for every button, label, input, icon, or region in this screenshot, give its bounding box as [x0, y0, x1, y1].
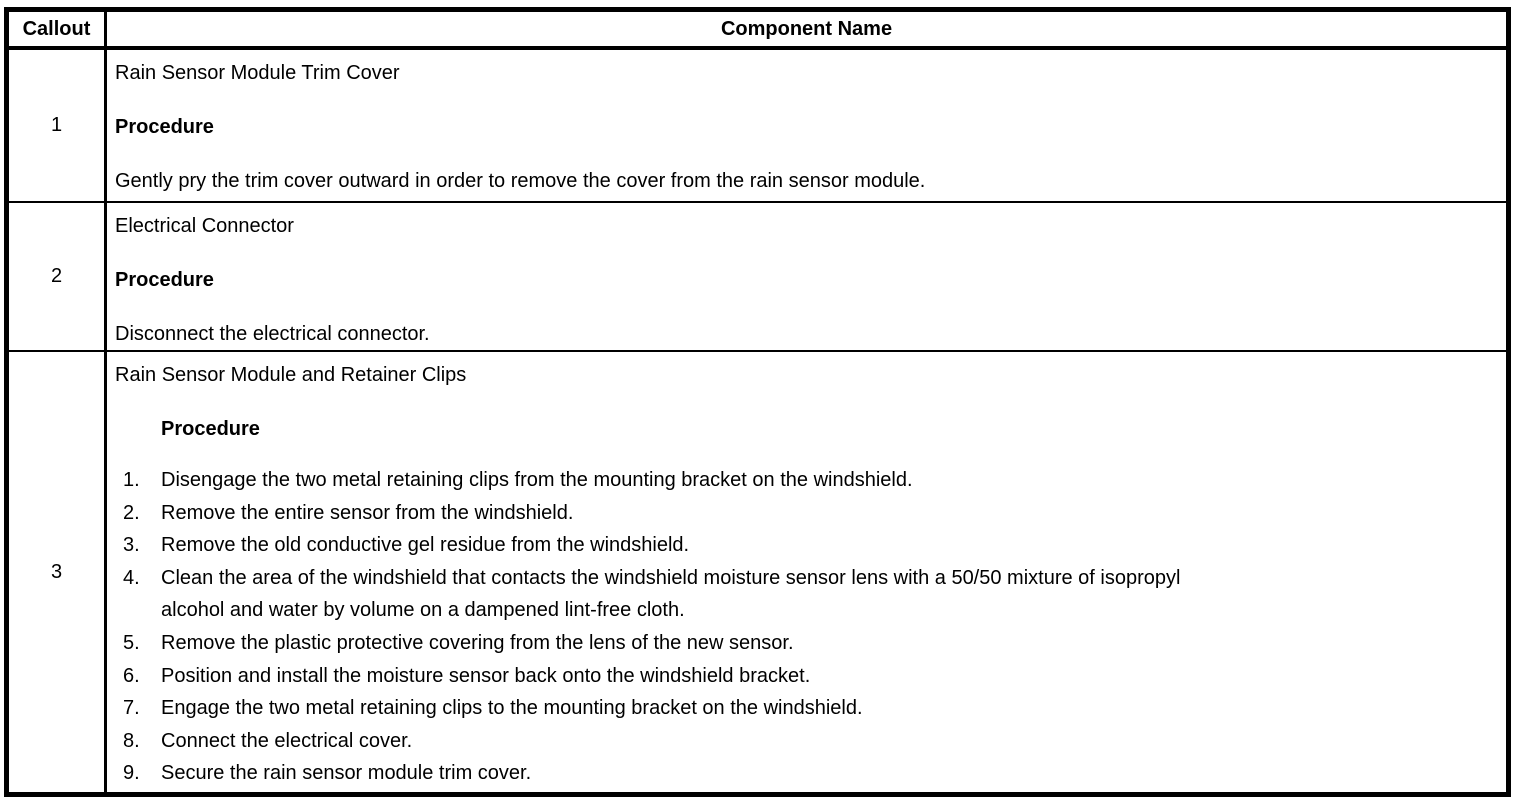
step-text: Clean the area of the windshield that co… — [161, 566, 1181, 622]
component-cell: Electrical Connector Procedure Disconnec… — [107, 203, 1506, 352]
procedure-heading: Procedure — [115, 116, 214, 138]
table-row: 2 Electrical Connector Procedure Disconn… — [9, 203, 1506, 352]
step-number: 6. — [123, 664, 140, 687]
step-number: 4. — [123, 566, 140, 589]
component-title: Rain Sensor Module Trim Cover — [115, 62, 400, 84]
step-number: 2. — [123, 501, 140, 524]
step-text: Secure the rain sensor module trim cover… — [161, 762, 532, 785]
callout-number: 2 — [9, 203, 107, 352]
step-text: Disengage the two metal retaining clips … — [161, 469, 913, 491]
procedure-heading: Procedure — [161, 418, 260, 440]
step-text: Remove the plastic protective covering f… — [161, 631, 794, 654]
step-item: 3. Remove the old conductive gel residue… — [115, 529, 1490, 562]
step-text: Engage the two metal retaining clips to … — [161, 697, 863, 720]
step-number: 1. — [123, 469, 140, 491]
component-cell: Rain Sensor Module and Retainer Clips Pr… — [107, 352, 1506, 792]
callout-number: 3 — [9, 352, 107, 792]
step-number: 8. — [123, 729, 140, 752]
step-item: 4. Clean the area of the windshield that… — [115, 562, 1490, 627]
step-item: 5. Remove the plastic protective coverin… — [115, 627, 1490, 660]
step-item: 7. Engage the two metal retaining clips … — [115, 692, 1490, 725]
step-text: Remove the entire sensor from the windsh… — [161, 501, 574, 524]
table-row: 1 Rain Sensor Module Trim Cover Procedur… — [9, 50, 1506, 203]
procedure-heading: Procedure — [115, 269, 214, 291]
step-item: 2. Remove the entire sensor from the win… — [115, 497, 1490, 530]
procedure-text: Disconnect the electrical connector. — [115, 323, 430, 345]
step-number: 5. — [123, 631, 140, 654]
step-item: 6. Position and install the moisture sen… — [115, 660, 1490, 693]
header-callout: Callout — [9, 12, 107, 50]
procedure-text: Gently pry the trim cover outward in ord… — [115, 170, 926, 192]
callout-number: 1 — [9, 50, 107, 203]
header-component-name: Component Name — [107, 12, 1506, 50]
step-item: 8. Connect the electrical cover. — [115, 725, 1490, 758]
component-title: Rain Sensor Module and Retainer Clips — [115, 364, 467, 386]
component-cell: Rain Sensor Module Trim Cover Procedure … — [107, 50, 1506, 203]
step-text: Connect the electrical cover. — [161, 729, 413, 752]
header-row: Callout Component Name — [9, 12, 1506, 50]
step-number: 7. — [123, 697, 140, 720]
step-item: 9. Secure the rain sensor module trim co… — [115, 757, 1490, 790]
step-number: 3. — [123, 534, 140, 557]
step-text: Position and install the moisture sensor… — [161, 664, 811, 687]
step-text: Remove the old conductive gel residue fr… — [161, 534, 690, 557]
component-title: Electrical Connector — [115, 215, 294, 237]
procedure-steps: 1. Disengage the two metal retaining cli… — [115, 464, 1490, 790]
component-table: Callout Component Name 1 Rain Sensor Mod… — [4, 7, 1511, 797]
step-item: 1. Disengage the two metal retaining cli… — [115, 464, 1490, 497]
table-row: 3 Rain Sensor Module and Retainer Clips … — [9, 352, 1506, 792]
step-number: 9. — [123, 762, 140, 785]
